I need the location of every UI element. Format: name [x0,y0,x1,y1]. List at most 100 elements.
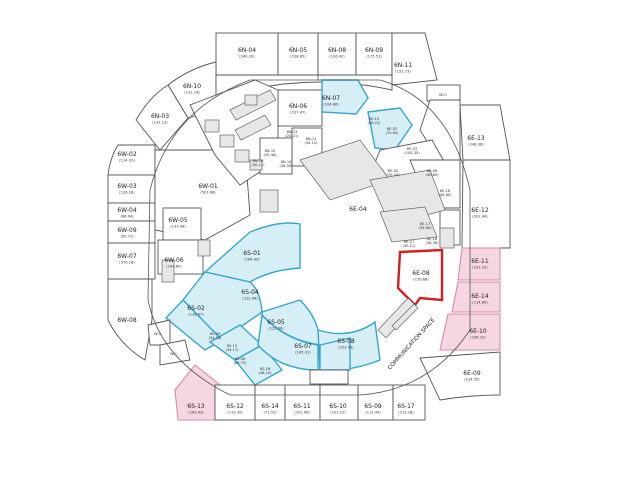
room-id-6s-09: 6S-09 [364,403,382,410]
room-area-6e-05: (70.20) [386,173,400,177]
room-area-6e-14: (114.80) [472,301,488,305]
room-id-6w-04: 6W-04 [117,207,136,214]
room-id-6e-11: 6E-11 [471,258,489,265]
room-id-6w-07: 6W-07 [117,253,136,260]
room-id-6e-18: 6E-18 [427,237,438,241]
room-area-6w-03: (126.18) [119,191,135,195]
room-area-6n-06: (127.47) [290,111,306,115]
room-id-6w-02: 6W-02 [117,151,136,158]
room-area-6s-14: (71.01) [263,411,277,415]
room-id-6e-10: 6E-10 [469,328,487,335]
room-area-6s-13: (163.43) [188,411,204,415]
room-id-6s-01: 6S-01 [243,250,261,257]
room-area-6w-07: (376.18) [119,261,135,265]
room-area-6n-12: (34.10) [304,141,318,145]
room-area-6e-09: (214.55) [464,378,480,382]
room-area-6s-05: (122.56) [268,327,284,331]
east-wing [299,99,511,401]
room-area-6n-15: (45.46) [263,153,277,157]
room-area-6e-08: (150.68) [413,278,429,282]
room-id-6e-27: 6E-27 [404,240,414,244]
room-id-6n-05: 6N-05 [289,47,307,54]
room-area-6s-17: (112.18) [398,411,414,415]
room-id-6s-02: 6S-02 [187,305,205,312]
room-area-6e-03: (105.35) [404,151,420,155]
south-wing [147,189,426,421]
room-area-6n-08: (126.42) [329,55,345,59]
room-id-6s-12: 6S-12 [226,403,244,410]
room-6E-08-highlight[interactable] [396,248,444,307]
room-area-6e-27: (30.11) [402,244,416,248]
room-id-6w-03: 6W-03 [117,183,136,190]
room-id-6n-09: 6N-09 [365,47,383,54]
room-area-6n-10: (131.14) [184,91,200,95]
room-area-6s-15: (34.17) [225,348,239,352]
room-id-6n-04: 6N-04 [238,47,256,54]
room-area-6n-14: (36.58) [279,164,293,168]
room-id-6e-17: 6E-17 [420,222,430,226]
room-area-6n-16: (30.11) [251,163,265,167]
room-area-6s-09: (111.44) [365,411,381,415]
room-area-6e-06: (40.60) [425,173,439,177]
room-area-6n-09: (115.51) [366,55,382,59]
room-area-6s-03: (94.18) [208,336,222,340]
room-area-6w-02: (114.02) [119,159,135,163]
room-area-6e-02: (70.80) [385,131,399,135]
room-id-6w-01: 6W-01 [198,183,217,190]
room-id-6s-04: 6S-04 [241,289,259,296]
room-id-6s-03: 6S-03 [210,332,220,336]
room-area-6e-10: (108.12) [470,336,486,340]
room-id-6w-05: 6W-05 [168,217,187,224]
room-area-6w-04: (66.94) [120,215,134,219]
room-area-6s-06: (69.75) [233,361,247,365]
room-id-6e-03: 6E-03 [407,147,417,151]
room-id-6n-13: 6N-13 [287,130,298,134]
room-area-6e-16: (40.60) [438,193,452,197]
room-id-6e-12: 6E-12 [471,207,489,214]
room-id-6s-08: 6S-08 [337,338,355,345]
wc-label-southwest: W.C. [154,332,162,336]
room-id-6w-09: 6W-09 [117,227,136,234]
room-area-6e-12: (202.44) [472,215,488,219]
room-area-6e-11: (101.22) [472,266,488,270]
room-area-6e-18: (38.36) [425,241,439,245]
room-area-6s-10: (101.22) [330,411,346,415]
room-id-6e-14: 6E-14 [471,293,489,300]
room-id-6s-15: 6S-15 [227,344,237,348]
room-id-6s-05: 6S-05 [267,319,285,326]
room-area-6w-05: (133.08) [170,225,186,229]
north-wing [135,32,461,151]
room-labels: 6N-04(240.20)6N-05(128.65)6N-08(126.42)6… [117,47,489,415]
room-id-6s-16: 6S-16 [260,367,271,371]
room-id-6s-10: 6S-10 [329,403,347,410]
room-id-6n-14: 6N-14 [281,160,293,164]
room-id-6e-15: 6E-15 [369,117,379,121]
room-id-6n-12: 6N-12 [306,137,317,141]
room-area-6s-07: (145.41) [295,351,311,355]
wc-label-south: W.C. [170,352,178,356]
room-id-6s-11: 6S-11 [293,403,311,410]
room-area-6s-16: (48.10) [258,371,272,375]
room-area-6e-13: (248.36) [468,143,484,147]
room-area-6w-09: (59.71) [120,235,134,239]
room-area-6e-17: (33.60) [418,226,432,230]
room-area-6n-04: (240.20) [239,55,255,59]
room-id-6n-03: 6N-03 [151,113,169,120]
room-area-6s-11: (101.06) [294,411,310,415]
room-id-6e-02: 6E-02 [387,127,397,131]
room-id-6n-06: 6N-06 [289,103,307,110]
room-id-6n-08: 6N-08 [328,47,346,54]
room-id-6e-13: 6E-13 [467,135,485,142]
room-area-6w-01: (501.68) [200,191,216,195]
room-id-6e-04: 6E-04 [349,206,367,213]
room-id-6n-11: 6N-11 [394,62,412,69]
room-id-6s-14: 6S-14 [261,403,279,410]
room-area-6n-11: (152.73) [395,70,411,74]
room-id-6w-06: 6W-06 [164,257,183,264]
room-area-6s-04: (212.96) [242,297,258,301]
room-id-6e-09: 6E-09 [463,370,481,377]
west-wing [107,144,251,361]
room-id-6e-06: 6E-06 [427,169,438,173]
room-id-6s-06: 6S-06 [235,357,246,361]
